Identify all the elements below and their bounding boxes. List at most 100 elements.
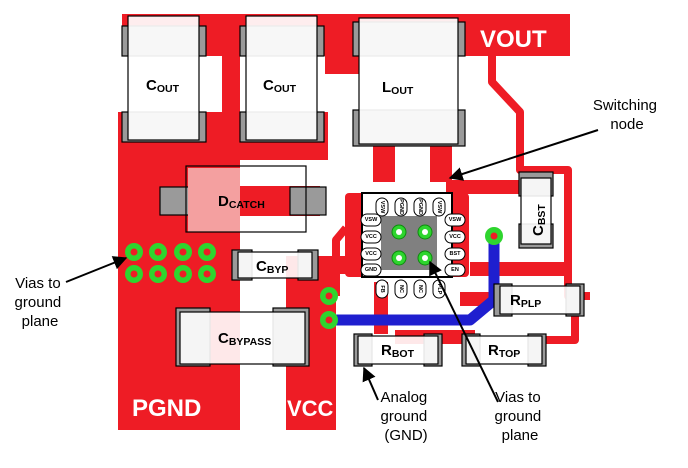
cout1-body xyxy=(127,15,200,141)
switching-node-annotation: Switching node xyxy=(593,97,661,133)
via-hole xyxy=(179,270,187,278)
ic-pin-pad xyxy=(413,279,427,299)
rbot-label: RBOT xyxy=(381,342,415,360)
ic-pin-pad xyxy=(394,197,408,217)
vias-bottom-line-2: ground xyxy=(495,408,542,425)
rplp-body xyxy=(499,285,581,315)
cbyp-label: CBYP xyxy=(256,258,288,276)
dcatch-pad-right xyxy=(289,186,327,216)
via-hole xyxy=(325,292,333,300)
dcatch-label-main: D xyxy=(218,193,229,210)
dcatch-label-sub: CATCH xyxy=(229,199,265,211)
cbyp-body xyxy=(237,251,313,279)
vias-bottom-line-1: Vias to xyxy=(495,389,541,406)
cbst-label-sub: BST xyxy=(536,204,548,226)
switching-node-line-1: Switching xyxy=(593,97,657,114)
ic-pin-label: VSW xyxy=(379,201,385,214)
lout-label: LOUT xyxy=(382,79,414,97)
analog-ground-line-3: (GND) xyxy=(384,427,427,444)
inner-vcc-trace xyxy=(330,242,500,326)
thermal-via-hole xyxy=(422,255,428,261)
callout-arrows xyxy=(65,129,599,403)
via-hole xyxy=(203,270,211,278)
rplp-label-sub: PLP xyxy=(521,298,541,310)
vcc-net-label: VCC xyxy=(287,396,334,421)
switching-node-line-2: node xyxy=(610,116,643,133)
ic-pin-label: VCC xyxy=(365,234,377,240)
via-hole xyxy=(154,270,162,278)
cbypass-label-main: C xyxy=(218,330,229,347)
thermal-via-hole xyxy=(396,255,402,261)
ic-pin-label: NC xyxy=(398,285,404,293)
dcatch-body xyxy=(185,165,307,233)
ic-pin-label: PGND xyxy=(417,199,423,215)
rplp-label-main: R xyxy=(510,292,521,309)
cbst-label: CBST xyxy=(530,204,548,236)
switching-node-arrow xyxy=(448,129,599,181)
ic-pin-label: NC xyxy=(417,285,423,293)
ic-pin-label: EN xyxy=(451,267,459,273)
ic-pin-label: PGND xyxy=(398,199,404,215)
analog-ground-line-1: Analog xyxy=(381,389,428,406)
ic-pin-pad xyxy=(413,197,427,217)
vias-left-line-2: ground xyxy=(15,294,62,311)
vias-left-line-1: Vias to xyxy=(15,275,61,292)
rtop-label-sub: TOP xyxy=(499,348,520,360)
cout2-label: COUT xyxy=(263,77,297,95)
vias-bottom-annotation: Vias to ground plane xyxy=(495,389,546,444)
ic-pin-label: VSW xyxy=(365,217,378,223)
ic-pin-pad xyxy=(360,213,382,227)
ic-pin-label: FB xyxy=(379,285,385,292)
rtop-body xyxy=(465,335,543,365)
vias-bottom-line-3: plane xyxy=(502,427,539,444)
vias-left-line-3: plane xyxy=(22,313,59,330)
via-hole xyxy=(325,316,333,324)
vout-connector-1 xyxy=(222,14,240,124)
via-hole xyxy=(130,248,138,256)
cbypass-label: CBYPASS xyxy=(218,330,271,348)
en-to-rplp-trace xyxy=(470,262,570,276)
cout1-label-main: C xyxy=(146,77,157,94)
analog-ground-line-2: ground xyxy=(381,408,428,425)
switch-node-link xyxy=(446,180,536,194)
cout2-body xyxy=(245,15,318,141)
ic-pin-pad xyxy=(444,247,466,261)
thermal-via-hole xyxy=(396,229,402,235)
inner-layer-traces xyxy=(330,242,500,326)
ic-pin-pad xyxy=(394,279,408,299)
dcatch-highlight xyxy=(188,168,240,232)
ic-pin-pad xyxy=(444,230,466,244)
pgnd-net-label: PGND xyxy=(132,395,201,422)
via-hole xyxy=(130,270,138,278)
via-hole xyxy=(203,248,211,256)
ic-pin-pad xyxy=(360,247,382,261)
cout2-label-sub: OUT xyxy=(274,83,297,95)
cout2-label-main: C xyxy=(263,77,274,94)
ic-pin-label: PLP xyxy=(436,284,442,295)
cbyp-label-main: C xyxy=(256,258,267,275)
rbot-body xyxy=(357,335,439,365)
vias-bottom-arrow xyxy=(429,260,499,403)
ic-pin-pad xyxy=(375,197,389,217)
vcc-diagonal-trace xyxy=(332,225,350,296)
ic-pin-pad xyxy=(432,197,446,217)
cbypass-label-sub: BYPASS xyxy=(229,336,271,348)
ic-pin-label: VCC xyxy=(365,251,377,257)
thermal-via-hole xyxy=(422,229,428,235)
via-hole xyxy=(154,248,162,256)
cbst-label-main: C xyxy=(530,225,547,236)
cout1-label: COUT xyxy=(146,77,180,95)
ic-pin-label: VCC xyxy=(449,234,461,240)
dcatch-label: DCATCH xyxy=(218,193,265,211)
cbyp-label-sub: BYP xyxy=(267,264,289,276)
lout-body xyxy=(358,17,459,145)
rbot-label-sub: BOT xyxy=(392,348,415,360)
rplp-label: RPLP xyxy=(510,292,541,310)
components-layer xyxy=(121,15,585,367)
ic-thermal-vias xyxy=(391,224,433,266)
ic-pin-label: VSW xyxy=(436,201,442,214)
ic-pin-pad xyxy=(444,263,466,277)
rbot-label-main: R xyxy=(381,342,392,359)
